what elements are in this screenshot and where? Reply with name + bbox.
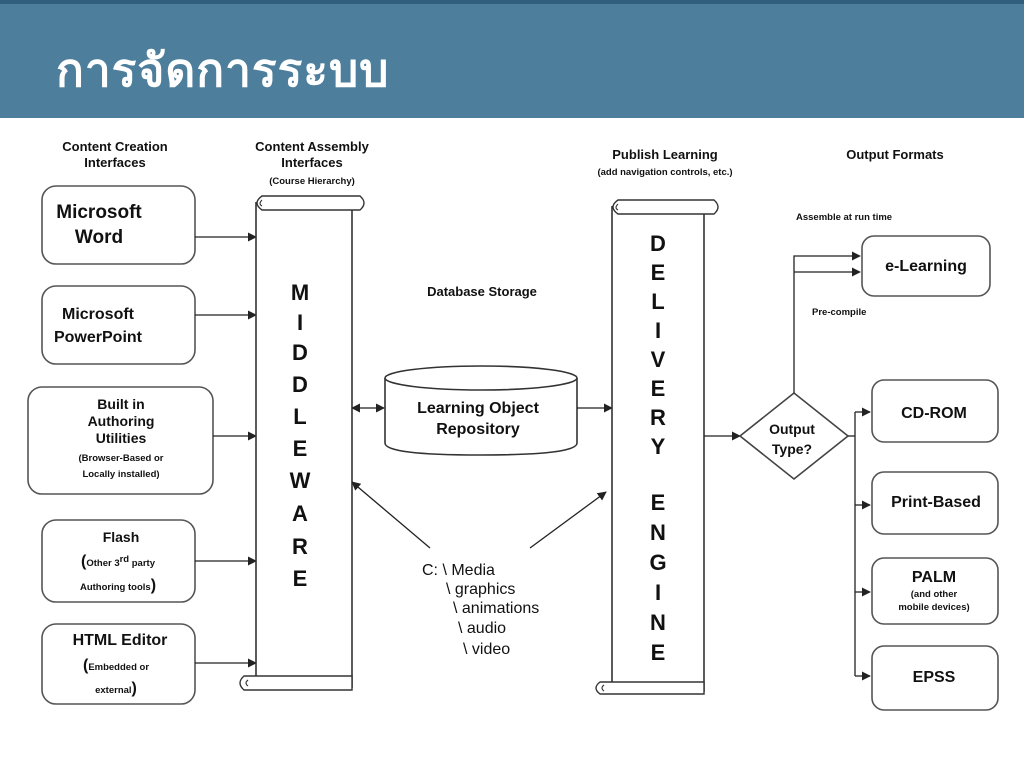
svg-text:Locally installed): Locally installed) bbox=[82, 469, 159, 480]
box-microsoft-word: Microsoft Word bbox=[41, 185, 196, 265]
svg-text:(add navigation controls, etc.: (add navigation controls, etc.) bbox=[597, 167, 732, 178]
svg-text:Print-Based: Print-Based bbox=[891, 494, 981, 511]
svg-text:Microsoft: Microsoft bbox=[62, 306, 135, 323]
svg-text:Utilities: Utilities bbox=[96, 430, 147, 446]
middleware-letter: W bbox=[290, 468, 311, 493]
svg-text:(and other: (and other bbox=[911, 589, 958, 600]
output-elearning: e-Learning bbox=[861, 235, 991, 297]
svg-text:\ video: \ video bbox=[463, 641, 510, 658]
svg-text:Content Assembly: Content Assembly bbox=[255, 139, 369, 154]
database-storage-label: Database Storage bbox=[427, 284, 537, 299]
svg-text:Publish Learning: Publish Learning bbox=[612, 147, 718, 162]
svg-text:Word: Word bbox=[75, 227, 123, 248]
middleware-letter: D bbox=[292, 372, 308, 397]
svg-text:(Other 3rd party: (Other 3rd party bbox=[81, 553, 156, 570]
svg-text:(Embedded or: (Embedded or bbox=[83, 657, 149, 674]
output-palm: PALM (and other mobile devices) bbox=[871, 557, 999, 625]
output-branch-lines bbox=[793, 251, 871, 681]
svg-text:Type?: Type? bbox=[772, 441, 812, 457]
delivery-engine-letter: V bbox=[651, 347, 666, 372]
svg-text:Authoring tools): Authoring tools) bbox=[80, 577, 156, 594]
delivery-engine-letter: Y bbox=[651, 434, 666, 459]
svg-text:external): external) bbox=[95, 680, 137, 697]
delivery-engine-letter: I bbox=[655, 580, 661, 605]
box-flash: Flash (Other 3rd party Authoring tools) bbox=[41, 519, 196, 603]
box-html-editor: HTML Editor (Embedded or external) bbox=[41, 623, 196, 705]
middleware-letter: L bbox=[293, 404, 306, 429]
svg-text:e-Learning: e-Learning bbox=[885, 258, 967, 275]
svg-text:\ graphics: \ graphics bbox=[446, 581, 515, 598]
delivery-engine-letter: E bbox=[651, 490, 666, 515]
box-built-in-authoring: Built in Authoring Utilities (Browser-Ba… bbox=[27, 386, 214, 495]
delivery-engine-letter: N bbox=[650, 520, 666, 545]
svg-text:Output: Output bbox=[769, 421, 815, 437]
header-content-assembly: Content Assembly Interfaces (Course Hier… bbox=[255, 139, 369, 187]
svg-text:Interfaces: Interfaces bbox=[281, 155, 342, 170]
header-content-creation: Content Creation Interfaces bbox=[62, 139, 168, 170]
middleware-letter: D bbox=[292, 340, 308, 365]
svg-text:\ animations: \ animations bbox=[453, 600, 539, 617]
delivery-engine-letter: E bbox=[651, 260, 666, 285]
middleware-letter: E bbox=[293, 566, 308, 591]
middleware-letter: I bbox=[297, 310, 303, 335]
creation-to-middleware-arrows bbox=[195, 232, 257, 668]
svg-text:\ audio: \ audio bbox=[458, 620, 506, 637]
middleware-letter: E bbox=[293, 436, 308, 461]
slide-title-bar: การจัดการระบบ bbox=[0, 0, 1024, 118]
svg-text:mobile devices): mobile devices) bbox=[898, 602, 969, 613]
slide-title: การจัดการระบบ bbox=[56, 43, 390, 97]
learning-object-repository: Learning Object Repository bbox=[384, 365, 578, 456]
delivery-engine-letter: D bbox=[650, 231, 666, 256]
middleware-letter: A bbox=[292, 501, 308, 526]
svg-text:Learning Object: Learning Object bbox=[417, 400, 539, 417]
middleware-letter: M bbox=[291, 280, 309, 305]
svg-text:Authoring: Authoring bbox=[88, 413, 155, 429]
svg-text:PowerPoint: PowerPoint bbox=[54, 329, 143, 346]
output-print-based: Print-Based bbox=[871, 471, 999, 535]
svg-text:Repository: Repository bbox=[436, 421, 520, 438]
delivery-engine-letter: G bbox=[649, 550, 666, 575]
output-cd-rom: CD-ROM bbox=[871, 379, 999, 443]
delivery-engine-letter: I bbox=[655, 318, 661, 343]
box-microsoft-powerpoint: Microsoft PowerPoint bbox=[41, 285, 196, 365]
output-epss: EPSS bbox=[871, 645, 999, 711]
svg-text:Flash: Flash bbox=[103, 529, 140, 545]
svg-text:(Browser-Based or: (Browser-Based or bbox=[79, 453, 164, 464]
media-folder-paths: C: \ Media \ graphics \ animations \ aud… bbox=[422, 562, 539, 658]
svg-text:C: \ Media: C: \ Media bbox=[422, 562, 495, 579]
svg-text:EPSS: EPSS bbox=[913, 669, 956, 686]
delivery-engine-letter: E bbox=[651, 640, 666, 665]
svg-text:CD-ROM: CD-ROM bbox=[901, 405, 967, 422]
repository-arrows bbox=[351, 403, 613, 549]
header-output-formats: Output Formats bbox=[846, 147, 944, 162]
delivery-engine-letter: N bbox=[650, 610, 666, 635]
system-flow-diagram: Content Creation Interfaces Content Asse… bbox=[27, 139, 999, 711]
pre-compile-label: Pre-compile bbox=[812, 307, 866, 318]
assemble-run-time-label: Assemble at run time bbox=[796, 212, 892, 223]
svg-text:Content Creation: Content Creation bbox=[62, 139, 168, 154]
svg-text:Microsoft: Microsoft bbox=[56, 202, 142, 223]
header-publish-learning: Publish Learning (add navigation control… bbox=[597, 147, 732, 178]
svg-text:(Course Hierarchy): (Course Hierarchy) bbox=[269, 176, 355, 187]
delivery-engine-letter: E bbox=[651, 376, 666, 401]
output-type-decision: Output Type? bbox=[738, 391, 850, 481]
middleware-letter: R bbox=[292, 534, 308, 559]
delivery-engine-letter: L bbox=[651, 289, 664, 314]
svg-text:Interfaces: Interfaces bbox=[84, 155, 145, 170]
delivery-engine-letter: R bbox=[650, 405, 666, 430]
svg-text:PALM: PALM bbox=[912, 569, 956, 586]
svg-text:Built in: Built in bbox=[97, 396, 144, 412]
svg-text:Output Formats: Output Formats bbox=[846, 147, 944, 162]
svg-text:HTML Editor: HTML Editor bbox=[73, 632, 168, 649]
